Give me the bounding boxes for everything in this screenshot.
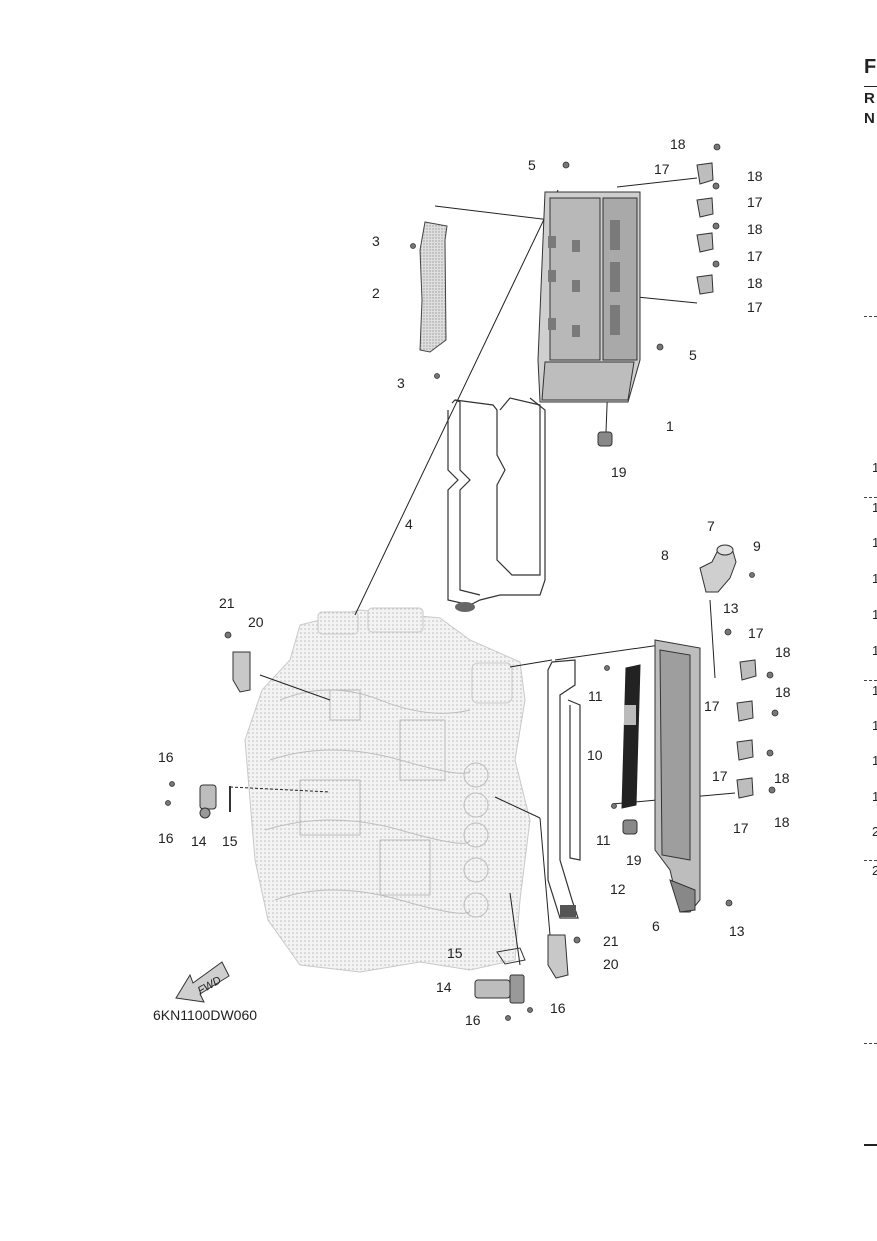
callout-16-lower-left: 16 [465, 1012, 481, 1028]
right-edge-rule-bottom [864, 1144, 877, 1146]
right-edge-num-2: 1 [872, 500, 877, 515]
bracket-20-lower-part [547, 934, 569, 979]
right-edge-rule [864, 86, 877, 87]
right-edge-letter-f: F [864, 56, 877, 78]
callout-8: 8 [661, 547, 669, 563]
callout-17-e: 17 [748, 625, 764, 641]
callout-11-top: 11 [588, 688, 603, 704]
cover-6-part [654, 639, 701, 913]
callout-19-bottom: 19 [626, 852, 642, 868]
holder-clamps [696, 162, 757, 799]
callout-20-lower: 20 [603, 956, 619, 972]
callout-10: 10 [587, 747, 603, 763]
callout-18-b: 18 [747, 168, 763, 184]
right-edge-dash-1 [864, 316, 877, 317]
callout-5-top: 5 [528, 157, 536, 173]
callout-labels: 1 2 3 3 4 5 5 6 7 8 9 10 11 11 12 13 13 … [158, 136, 791, 1028]
callout-16-top-left: 16 [158, 749, 174, 765]
callout-6: 6 [652, 918, 660, 934]
gasket-15-lower-part [496, 947, 526, 965]
callout-21-lower: 21 [603, 933, 619, 949]
bracket-20-upper-part [232, 651, 251, 693]
callout-16-lower-right: 16 [550, 1000, 566, 1016]
right-edge-num-6: 1 [872, 643, 877, 658]
callout-12: 12 [610, 881, 626, 897]
callout-13-bottom: 13 [729, 923, 745, 939]
callout-14-lower: 14 [436, 979, 452, 995]
gasket-4-part [447, 397, 546, 606]
callout-17-d: 17 [747, 299, 763, 315]
bolts [165, 143, 779, 1021]
callout-15-lower: 15 [447, 945, 463, 961]
callout-2: 2 [372, 285, 380, 301]
right-edge-num-7: 1 [872, 683, 877, 698]
callout-17-b: 17 [747, 194, 763, 210]
right-edge-num-1: 1 [872, 460, 877, 475]
right-edge-num-9: 1 [872, 753, 877, 768]
callout-21-upper: 21 [219, 595, 235, 611]
callout-17-a: 17 [654, 161, 670, 177]
gasket-4-plug [455, 602, 475, 612]
fwd-arrow-icon: FWD [175, 961, 230, 1003]
sensor-14-lower-part [474, 974, 525, 1004]
diagram-code: 6KN1100DW060 [153, 1007, 257, 1023]
callout-18-d: 18 [747, 275, 763, 291]
callout-17-h: 17 [733, 820, 749, 836]
callout-18-c: 18 [747, 221, 763, 237]
right-edge-num-8: 1 [872, 718, 877, 733]
right-edge-num-3: 1 [872, 535, 877, 550]
right-edge-dash-5 [864, 1043, 877, 1044]
callout-14-left: 14 [191, 833, 207, 849]
sensor-14-upper-part [199, 784, 217, 819]
callout-5-right: 5 [689, 347, 697, 363]
callout-4: 4 [405, 516, 413, 532]
engine-block [244, 607, 531, 973]
callout-17-g: 17 [712, 768, 728, 784]
right-edge-dash-2 [864, 497, 877, 498]
callout-18-f: 18 [775, 684, 791, 700]
gasket-12-tab [560, 905, 576, 917]
callout-9: 9 [753, 538, 761, 554]
callout-3-bottom: 3 [397, 375, 405, 391]
callout-20-upper: 20 [248, 614, 264, 630]
gasket-12-part [547, 659, 581, 919]
callout-18-a: 18 [670, 136, 686, 152]
callout-18-g: 18 [774, 770, 790, 786]
right-edge-dash-4 [864, 860, 877, 861]
right-edge-dash-3 [864, 680, 877, 681]
callout-1: 1 [666, 418, 674, 434]
callout-15-left: 15 [222, 833, 238, 849]
right-edge-letter-n: N [864, 110, 875, 127]
callout-17-c: 17 [747, 248, 763, 264]
callout-17-f: 17 [704, 698, 720, 714]
plugs-19 [597, 431, 638, 835]
callout-19-top: 19 [611, 464, 627, 480]
callout-18-h: 18 [774, 814, 790, 830]
callout-16-bottom-left: 16 [158, 830, 174, 846]
callout-13-top: 13 [723, 600, 739, 616]
callout-11-bottom: 11 [596, 832, 611, 848]
heat-shield-part [419, 221, 448, 353]
right-edge-num-4: 1 [872, 571, 877, 586]
callout-7: 7 [707, 518, 715, 534]
right-edge-num-12: 2 [872, 863, 877, 878]
right-edge-letter-r: R [864, 90, 875, 107]
elbow-7-part [699, 547, 737, 593]
right-edge-num-11: 2 [872, 824, 877, 839]
right-edge-num-5: 1 [872, 607, 877, 622]
cylinder-head-cover-part [537, 191, 641, 403]
callout-3-top: 3 [372, 233, 380, 249]
plate-10-part [621, 664, 641, 809]
elbow-7-outlet [716, 544, 734, 556]
plate-10-label [624, 705, 636, 725]
callout-18-e: 18 [775, 644, 791, 660]
right-edge-num-10: 1 [872, 789, 877, 804]
